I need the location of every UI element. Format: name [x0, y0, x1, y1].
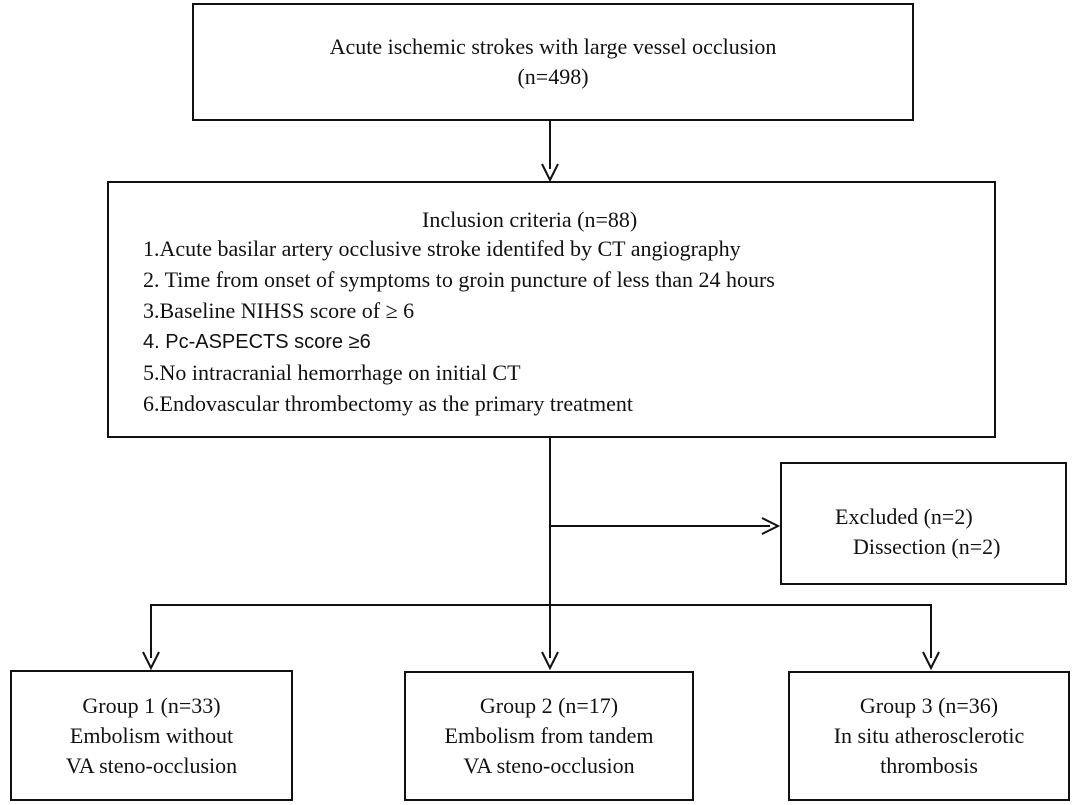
arrowhead-down-group3 [922, 651, 940, 670]
inclusion-title: Inclusion criteria (n=88) [422, 207, 638, 232]
group-1-line2: Embolism without [69, 722, 234, 748]
connector-to-group1 [150, 604, 152, 658]
arrowhead-down-group2 [541, 651, 559, 670]
arrowhead-down-group1 [142, 651, 160, 670]
top-box: Acute ischemic strokes with large vessel… [192, 3, 914, 121]
connector-to-group3 [930, 604, 932, 658]
arrowhead-right-excluded [761, 517, 780, 535]
group-2-line2: Embolism from tandem [444, 723, 654, 748]
group-1-line3: VA steno-occlusion [65, 752, 238, 778]
excluded-box: Excluded (n=2) Dissection (n=2) [780, 462, 1067, 585]
connector-to-excluded [550, 525, 770, 527]
group-2-box: Group 2 (n=17) Embolism from tandem VA s… [404, 671, 694, 801]
group-1-box: Group 1 (n=33) Embolism without VA steno… [10, 670, 293, 801]
top-box-line2: (n=498) [517, 64, 589, 89]
connector-groups-horizontal [150, 604, 932, 606]
excluded-title: Excluded (n=2) [835, 504, 973, 529]
group-3-box: Group 3 (n=36) In situ atherosclerotic t… [788, 671, 1070, 801]
group-3-line2: In situ atherosclerotic [833, 723, 1025, 748]
group-2-line3: VA steno-occlusion [463, 753, 635, 778]
group-1-title: Group 1 (n=33) [82, 692, 221, 718]
excluded-reason: Dissection (n=2) [853, 534, 1001, 559]
connector-top-to-inclusion [549, 121, 551, 169]
criterion-item: 3.Baseline NIHSS score of ≥ 6 [143, 298, 415, 323]
inclusion-criteria-box: Inclusion criteria (n=88) 1.Acute basila… [107, 181, 996, 438]
criterion-item: 6.Endovascular thrombectomy as the prima… [143, 391, 633, 416]
criterion-item: 2. Time from onset of symptoms to groin … [143, 267, 775, 292]
criterion-item: 5.No intracranial hemorrhage on initial … [143, 360, 521, 385]
group-3-title: Group 3 (n=36) [859, 693, 999, 718]
criterion-item: 4. Pc-ASPECTS score ≥6 [143, 331, 371, 353]
criterion-item: 1.Acute basilar artery occlusive stroke … [143, 236, 741, 261]
group-3-line3: thrombosis [880, 753, 978, 778]
arrowhead-down-inclusion [541, 163, 559, 182]
connector-main-vertical [549, 438, 551, 658]
group-2-title: Group 2 (n=17) [479, 693, 619, 718]
top-box-line1: Acute ischemic strokes with large vessel… [329, 34, 777, 59]
